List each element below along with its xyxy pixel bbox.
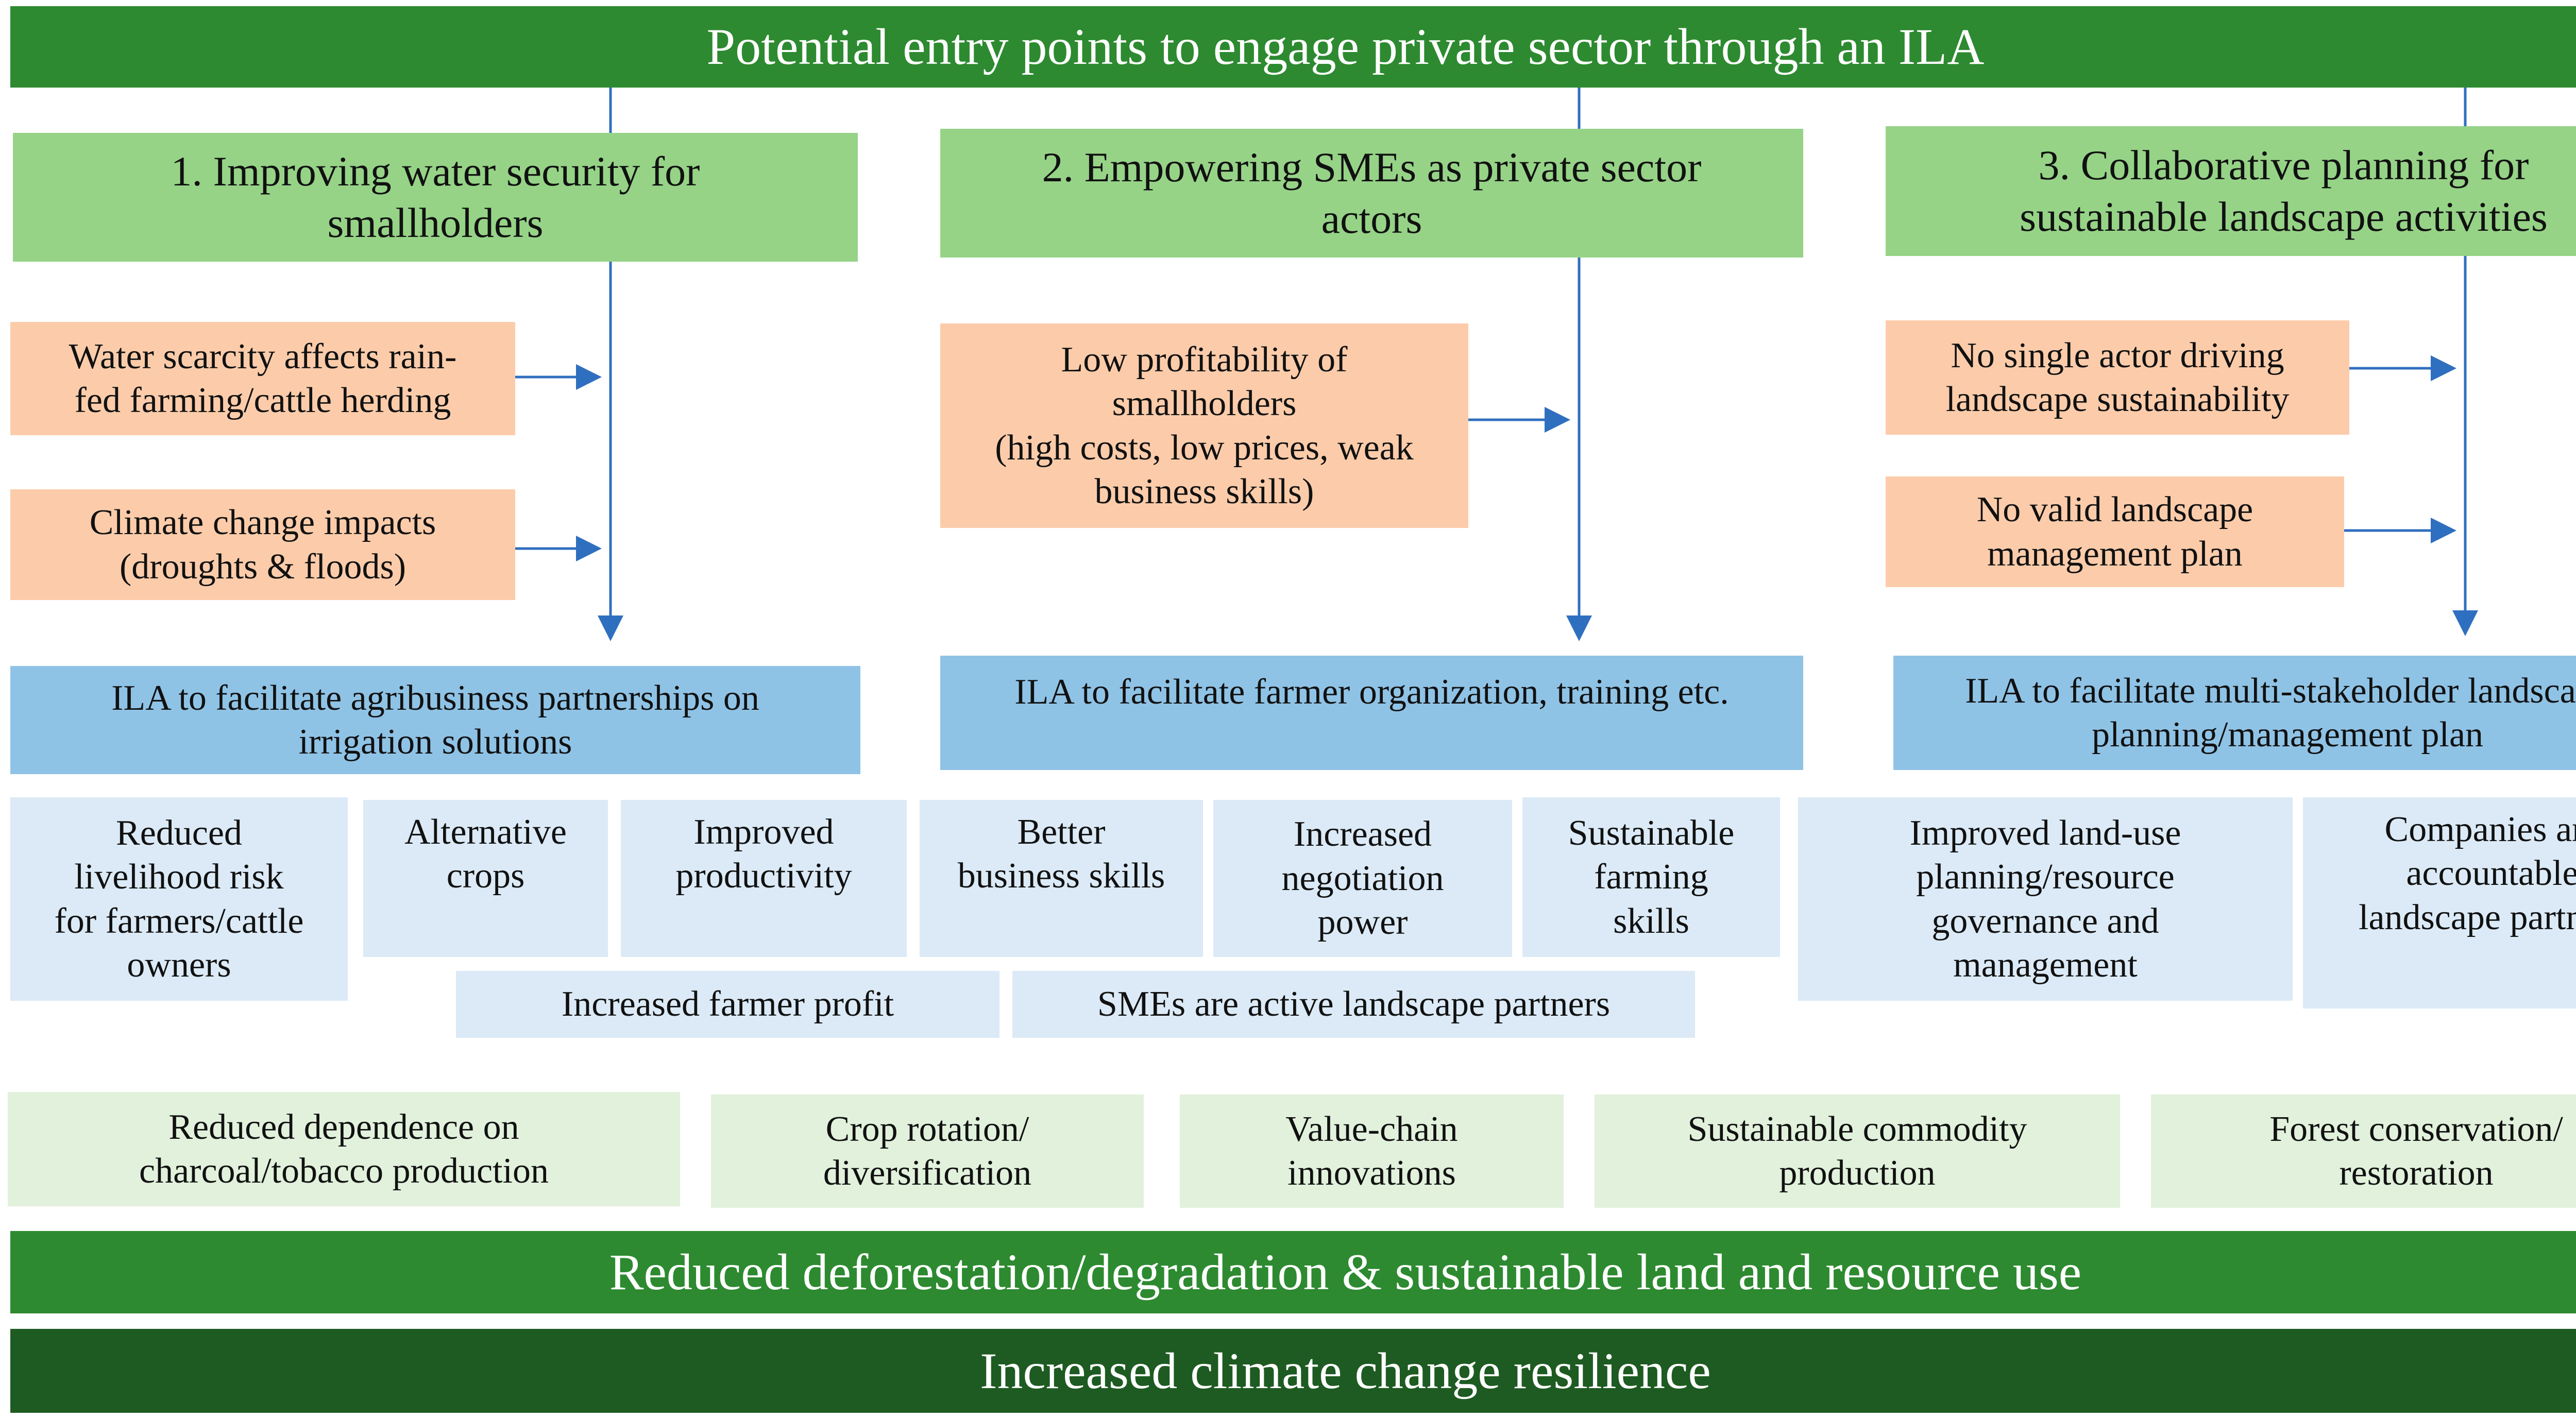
problem-no-plan-text: No valid landscape management plan [1976, 490, 2253, 574]
ila-box-3: ILA to facilitate multi-stakeholder land… [1893, 656, 2576, 770]
impact-banner: Increased climate change resilience [10, 1329, 2576, 1413]
outcome-improved-productivity: Improved productivity [621, 800, 907, 957]
outcome-accountable-partners-text: Companies are accountable landscape part… [2359, 810, 2576, 937]
outcome-smes-active-partners-text: SMEs are active landscape partners [1097, 984, 1611, 1024]
title-banner: Potential entry points to engage private… [10, 6, 2576, 88]
ila-box-3-text: ILA to facilitate multi-stakeholder land… [1965, 671, 2576, 755]
activity-crop-rotation: Crop rotation/ diversification [711, 1095, 1144, 1208]
activity-sustainable-commodity: Sustainable commodity production [1595, 1095, 2120, 1208]
impact-text: Increased climate change resilience [980, 1342, 1711, 1399]
activity-reduced-dependence: Reduced dependence on charcoal/tobacco p… [8, 1092, 680, 1206]
ila-box-1: ILA to facilitate agribusiness partnersh… [10, 666, 860, 774]
column-3-heading-text: 3. Collaborative planning for sustainabl… [2020, 141, 2548, 240]
outcome-smes-active-partners: SMEs are active landscape partners [1012, 971, 1695, 1038]
problem-low-profitability-text: Low profitability of smallholders (high … [995, 339, 1414, 511]
outcome-improved-land-use: Improved land-use planning/resource gove… [1798, 797, 2293, 1001]
column-3-heading: 3. Collaborative planning for sustainabl… [1886, 126, 2576, 256]
ila-box-2-text: ILA to facilitate farmer organization, t… [1014, 672, 1729, 712]
outcome-better-business-skills: Better business skills [920, 800, 1203, 957]
outcome-increased-farmer-profit: Increased farmer profit [456, 971, 999, 1038]
activity-sustainable-commodity-text: Sustainable commodity production [1687, 1109, 2027, 1193]
title-text: Potential entry points to engage private… [706, 18, 1985, 75]
column-2-heading-text: 2. Empowering SMEs as private sector act… [1042, 143, 1702, 242]
problem-no-single-actor: No single actor driving landscape sustai… [1886, 320, 2349, 435]
problem-water-scarcity: Water scarcity affects rain- fed farming… [10, 322, 515, 435]
problem-climate-impacts: Climate change impacts (droughts & flood… [10, 489, 515, 600]
activity-value-chain-text: Value-chain innovations [1285, 1109, 1458, 1193]
column-2-heading: 2. Empowering SMEs as private sector act… [940, 129, 1803, 258]
result-banner: Reduced deforestation/degradation & sust… [10, 1231, 2576, 1313]
problem-no-single-actor-text: No single actor driving landscape sustai… [1945, 335, 2290, 419]
outcome-improved-land-use-text: Improved land-use planning/resource gove… [1909, 813, 2181, 985]
problem-water-scarcity-text: Water scarcity affects rain- fed farming… [69, 336, 457, 420]
activity-forest-conservation-text: Forest conservation/ restoration [2269, 1109, 2563, 1193]
outcome-better-business-skills-text: Better business skills [957, 812, 1165, 896]
outcome-alternative-crops: Alternative crops [363, 800, 608, 957]
outcome-increased-farmer-profit-text: Increased farmer profit [561, 984, 894, 1024]
activity-value-chain: Value-chain innovations [1180, 1095, 1564, 1208]
outcome-sustainable-farming-skills-text: Sustainable farming skills [1568, 813, 1735, 941]
problem-no-plan: No valid landscape management plan [1886, 476, 2344, 587]
activity-crop-rotation-text: Crop rotation/ diversification [823, 1109, 1032, 1193]
column-1-heading: 1. Improving water security for smallhol… [13, 133, 858, 262]
outcome-negotiation-power-text: Increased negotiation power [1281, 814, 1444, 943]
problem-low-profitability: Low profitability of smallholders (high … [940, 323, 1468, 528]
outcome-accountable-partners: Companies are accountable landscape part… [2303, 797, 2576, 1008]
ila-box-1-text: ILA to facilitate agribusiness partnersh… [111, 678, 759, 762]
activity-reduced-dependence-text: Reduced dependence on charcoal/tobacco p… [139, 1107, 549, 1191]
activity-forest-conservation: Forest conservation/ restoration [2151, 1095, 2576, 1208]
column-1-heading-text: 1. Improving water security for smallhol… [171, 147, 700, 246]
outcome-negotiation-power: Increased negotiation power [1213, 800, 1512, 957]
outcome-reduced-livelihood-risk: Reduced livelihood risk for farmers/catt… [10, 797, 348, 1001]
result-text: Reduced deforestation/degradation & sust… [609, 1243, 2082, 1301]
outcome-reduced-livelihood-risk-text: Reduced livelihood risk for farmers/catt… [54, 813, 304, 985]
outcome-sustainable-farming-skills: Sustainable farming skills [1522, 797, 1780, 957]
outcome-alternative-crops-text: Alternative crops [404, 812, 567, 896]
outcome-improved-productivity-text: Improved productivity [675, 812, 852, 896]
ila-box-2: ILA to facilitate farmer organization, t… [940, 656, 1803, 770]
problem-climate-impacts-text: Climate change impacts (droughts & flood… [89, 503, 436, 587]
